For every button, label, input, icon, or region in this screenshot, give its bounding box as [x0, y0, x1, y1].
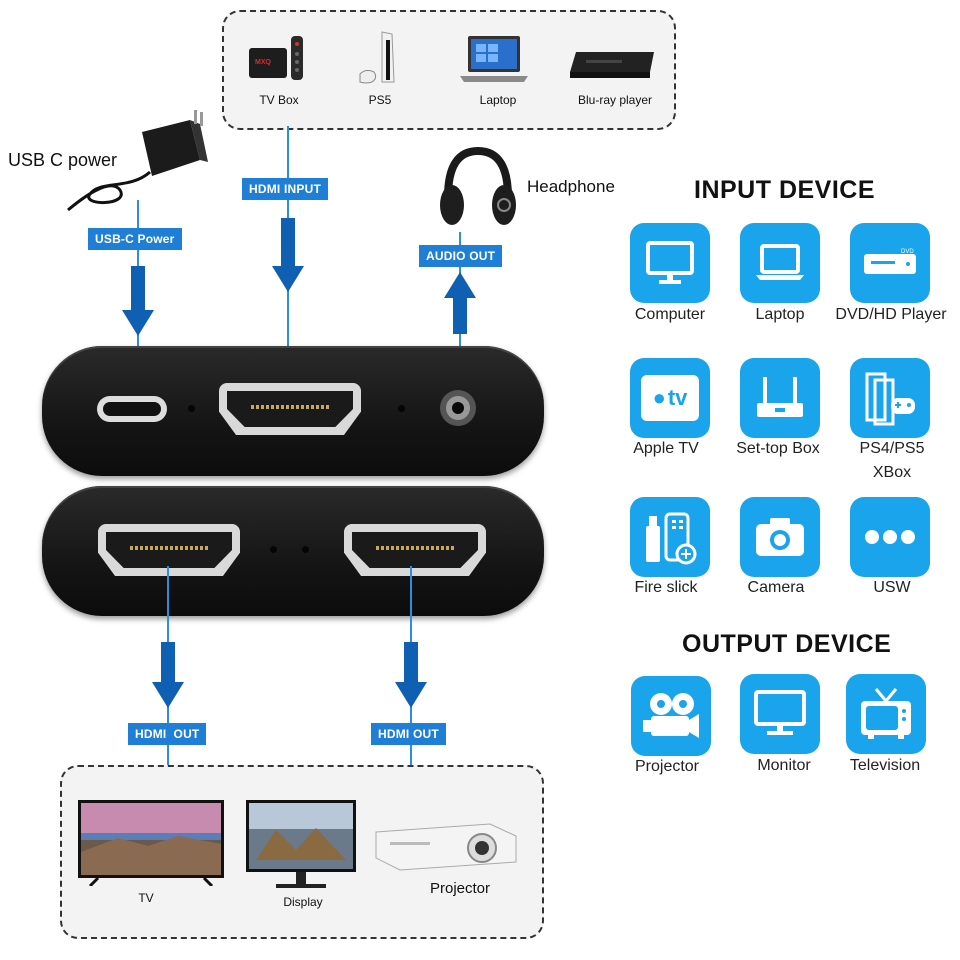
led-indicator [302, 546, 309, 553]
tile-computer [630, 223, 710, 303]
hdmi-out-right-arrow-shaft [404, 642, 418, 684]
projector-icon [643, 693, 699, 738]
tile-label-apple-tv: Apple TV [633, 440, 699, 457]
tile-game-console [850, 358, 930, 438]
headphone-icon [438, 143, 518, 235]
tile-label-game-console: PS4/PS5 [859, 440, 925, 457]
hdmi-out-left-tag: HDMI OUT [128, 723, 207, 745]
tile-apple-tv: ● tv [630, 358, 710, 438]
tile-more [850, 497, 930, 577]
apple-tv-icon: ● [652, 385, 666, 410]
audio-out-arrow-head [444, 272, 476, 298]
apple-tv-badge: tv [667, 385, 688, 410]
usb-c-arrow-shaft [131, 266, 145, 312]
ps5-icon [352, 30, 408, 86]
dvd-player-icon: DVD [864, 249, 916, 274]
laptop-icon [756, 244, 804, 280]
tile-label-monitor: Monitor [757, 757, 811, 774]
hdmi-out-right-tag: HDMI OUT [371, 723, 446, 745]
hdmi-output-port-right [344, 524, 486, 576]
output-label-tv: TV [138, 891, 154, 905]
tile-label-laptop: Laptop [755, 306, 805, 323]
hdmi-input-arrow-shaft [281, 218, 295, 268]
led-indicator [398, 405, 405, 412]
more-icon [865, 530, 915, 544]
tile-label-projector: Projector [634, 758, 700, 775]
tile-dvd-player: DVD [850, 223, 930, 303]
audio-out-arrow-shaft [453, 296, 467, 334]
led-indicator [270, 546, 277, 553]
tv-box-icon: MXQ [247, 34, 307, 84]
source-label-tv-box: TV Box [259, 93, 299, 107]
tile-laptop [740, 223, 820, 303]
computer-icon [646, 241, 694, 284]
tv-icon [78, 800, 224, 888]
hdmi-output-port-left [98, 524, 240, 576]
hdmi-input-arrow-head [272, 266, 304, 292]
fire-stick-icon [646, 512, 697, 565]
hdmi-out-left-arrow-head [152, 682, 184, 708]
set-top-box-icon [757, 377, 803, 417]
output-device-title: OUTPUT DEVICE [682, 630, 892, 658]
tile-label-dvd-player: DVD/HD Player [835, 306, 947, 323]
tile-label-game-console-line2: XBox [872, 464, 912, 481]
audio-out-tag: AUDIO OUT [419, 245, 503, 267]
source-label-ps5: PS5 [368, 93, 392, 107]
hdmi-out-left-arrow-shaft [161, 642, 175, 684]
tile-camera [740, 497, 820, 577]
laptop-icon [458, 34, 530, 86]
game-console-icon [865, 372, 915, 426]
camera-icon [756, 518, 804, 556]
headphone-title: Headphone [527, 177, 615, 196]
hdmi-input-port [219, 383, 361, 435]
television-icon [861, 688, 911, 739]
tile-label-set-top-box: Set-top Box [736, 440, 820, 457]
tile-monitor [740, 674, 820, 754]
input-device-title: INPUT DEVICE [694, 176, 876, 204]
projector-icon [370, 818, 520, 878]
display-icon [246, 800, 356, 894]
tile-label-camera: Camera [747, 579, 805, 596]
hdmi-out-right-arrow-head [395, 682, 427, 708]
led-indicator [188, 405, 195, 412]
usb-c-arrow-head [122, 310, 154, 336]
tile-label-fire-stick: Fire slick [634, 579, 698, 596]
tile-set-top-box [740, 358, 820, 438]
usb-c-port [97, 396, 167, 422]
monitor-icon [754, 690, 806, 735]
usb-c-power-tag: USB-C Power [88, 228, 182, 250]
tile-projector [631, 676, 711, 756]
source-label-laptop: Laptop [479, 93, 517, 107]
tile-label-computer: Computer [634, 306, 706, 323]
tile-television [846, 674, 926, 754]
bluray-player-icon [566, 46, 658, 86]
power-adapter-icon [60, 110, 210, 220]
output-label-display: Display [283, 895, 323, 909]
svg-text:MXQ: MXQ [255, 59, 272, 66]
audio-jack-port [440, 390, 476, 426]
usb-c-power-title: USB C power [8, 150, 118, 170]
svg-text:DVD: DVD [901, 249, 914, 255]
tile-label-more: USW [873, 579, 911, 596]
output-label-projector: Projector [429, 880, 491, 897]
hdmi-input-tag: HDMI INPUT [242, 178, 328, 200]
source-label-bluray: Blu-ray player [577, 93, 653, 107]
tile-fire-stick [630, 497, 710, 577]
tile-label-television: Television [849, 757, 921, 774]
